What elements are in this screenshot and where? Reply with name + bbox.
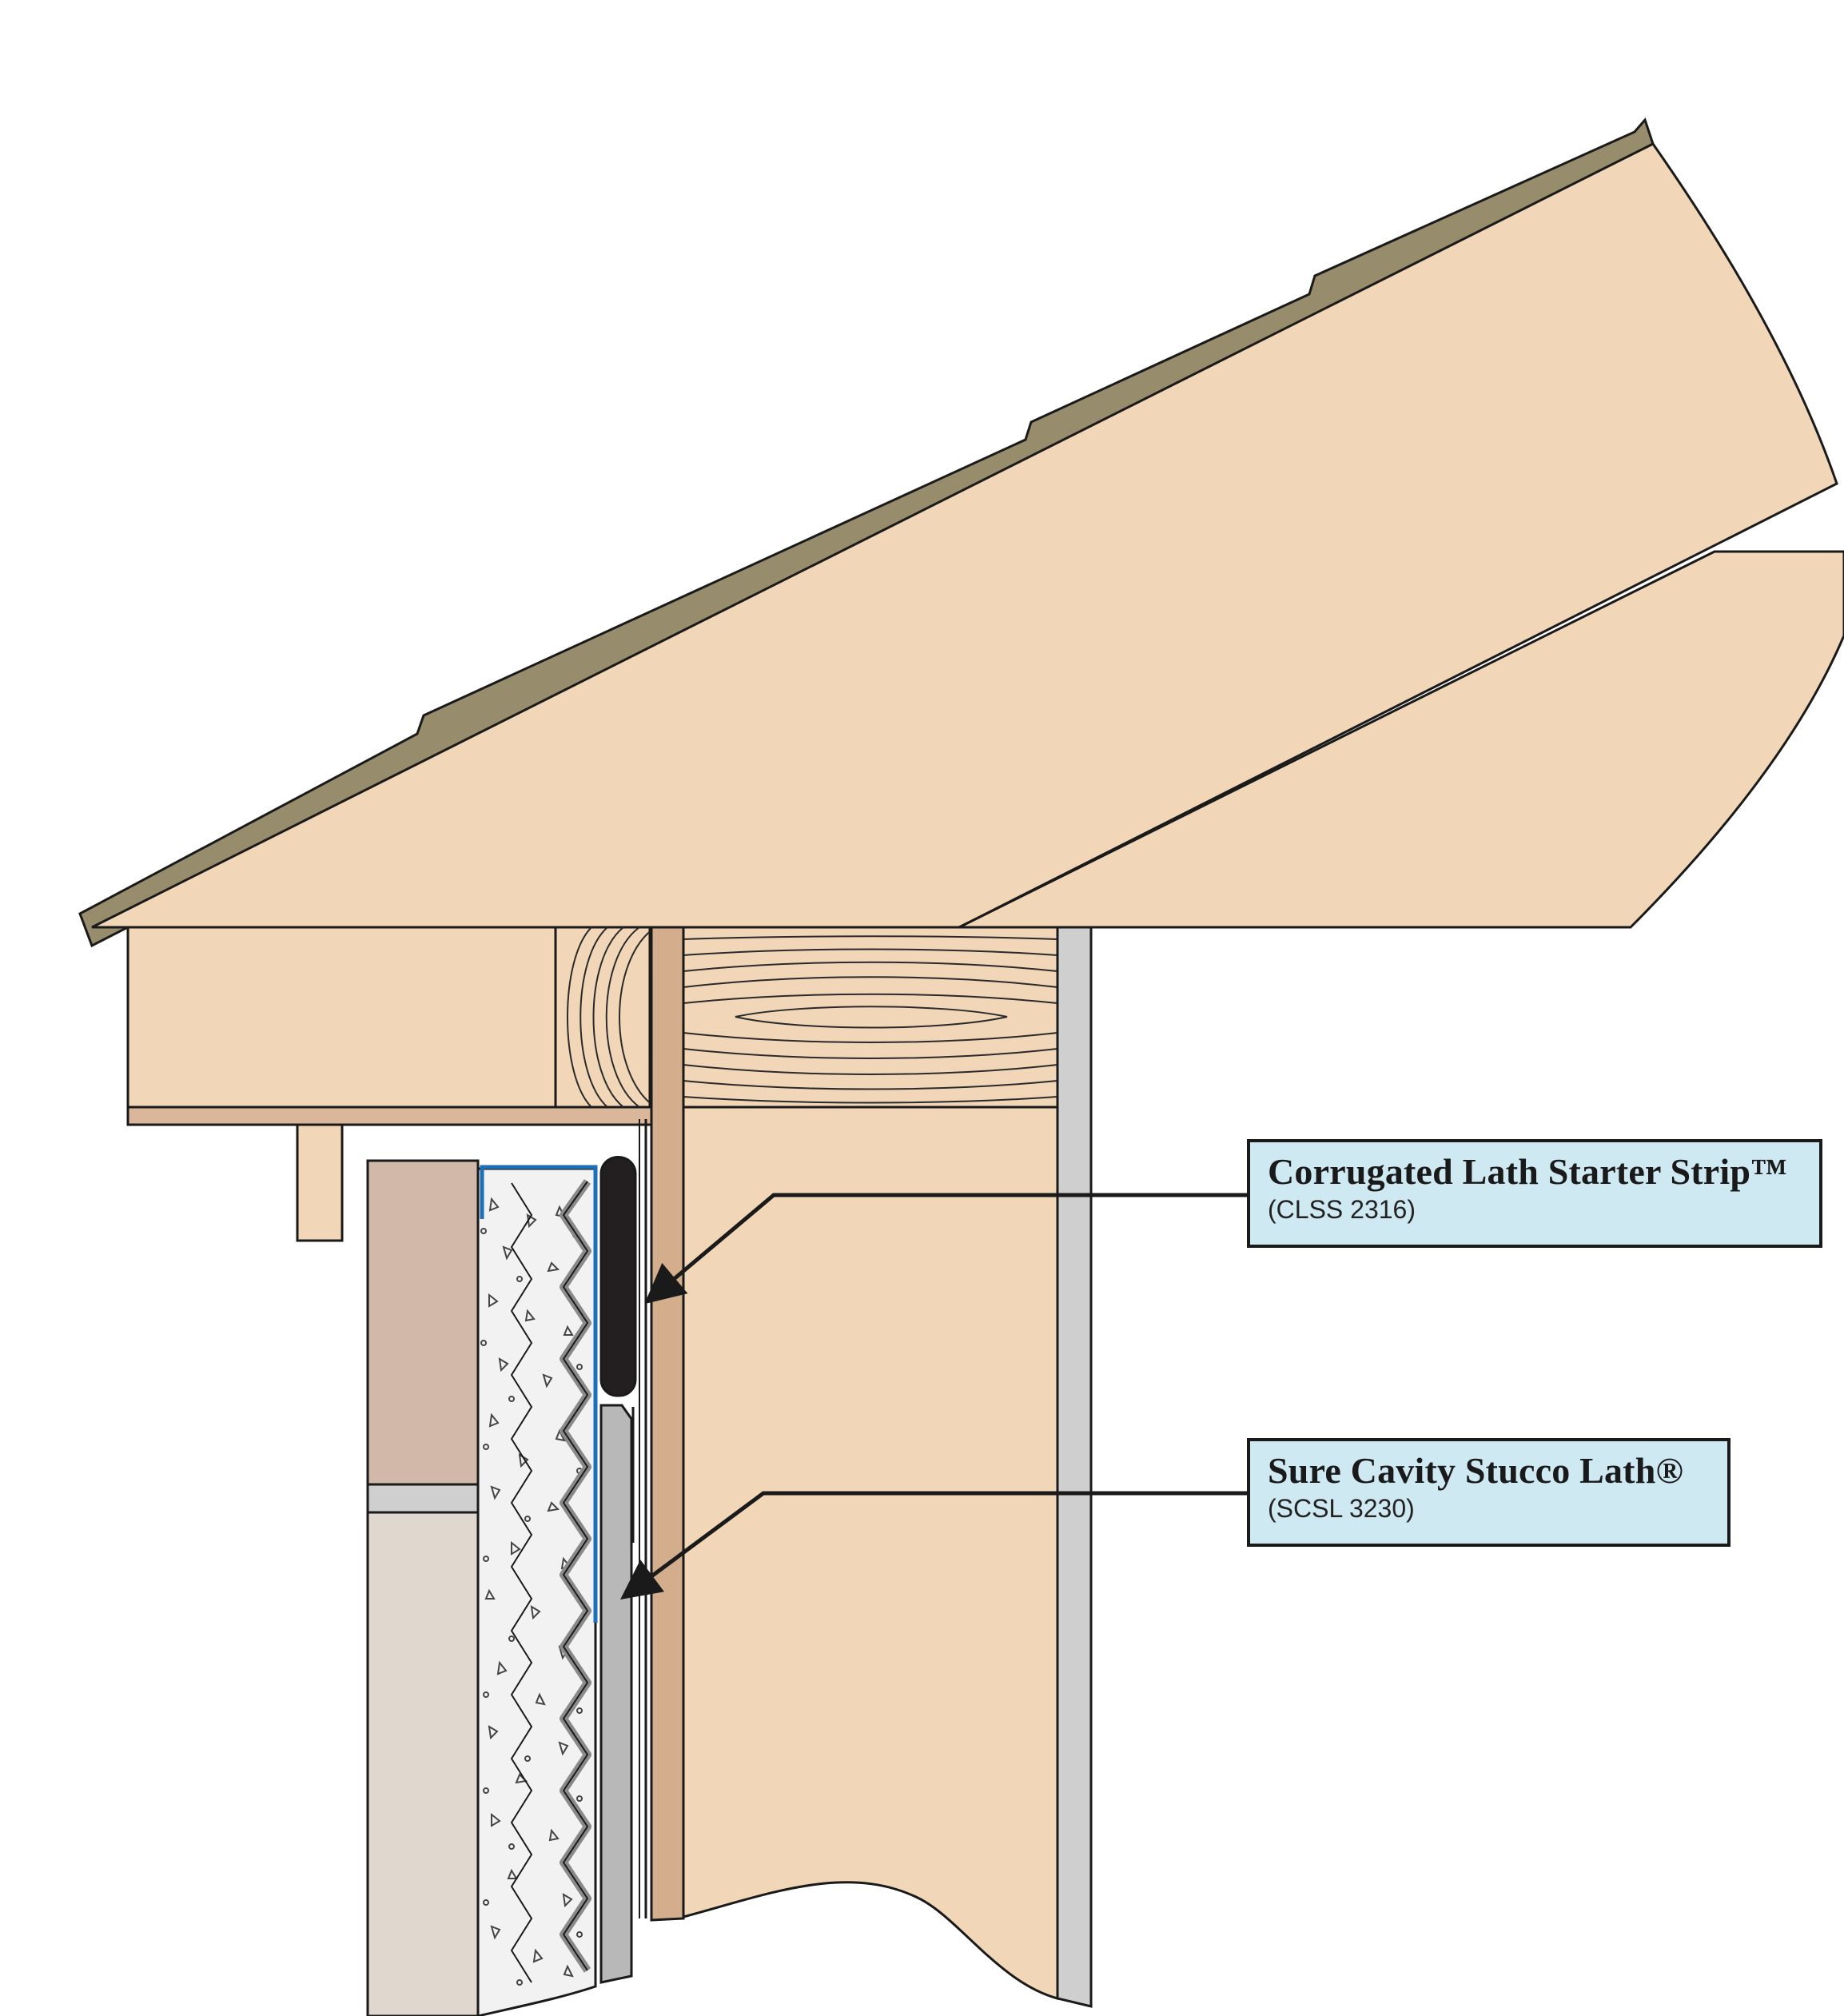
corrugated-lath-outline bbox=[563, 1181, 588, 1971]
soffit-board bbox=[126, 1106, 657, 1126]
eave-block bbox=[126, 926, 561, 1109]
starter-strip-cap bbox=[599, 1156, 637, 1176]
roof-rafter bbox=[91, 142, 1838, 929]
soffit-nailer bbox=[296, 1123, 344, 1242]
callout-scsl-title: Sure Cavity Stucco Lath® bbox=[1268, 1450, 1684, 1491]
wall-stud bbox=[682, 1106, 1059, 2000]
gypsum-board bbox=[1056, 926, 1093, 2008]
cavity-lath-channel bbox=[599, 1404, 633, 1984]
header-grain-lines bbox=[567, 927, 649, 1107]
callout-scsl-code: (SCSL 3230) bbox=[1268, 1494, 1415, 1523]
callout-clss-title: Corrugated Lath Starter Strip™ bbox=[1268, 1151, 1788, 1192]
top-plate bbox=[682, 926, 1059, 1109]
header-end-grain bbox=[554, 926, 651, 1109]
clss-leader bbox=[644, 1193, 1247, 1305]
masonry-joint bbox=[366, 1483, 480, 1514]
lower-rafter bbox=[958, 550, 1844, 929]
callout-clss-code: (CLSS 2316) bbox=[1268, 1195, 1416, 1224]
starter-strip bbox=[599, 1156, 637, 1397]
scratch-coat-edge bbox=[510, 1182, 533, 1983]
scsl-leader bbox=[619, 1491, 1247, 1600]
stucco-layer bbox=[476, 1167, 597, 2016]
callout-clss: Corrugated Lath Starter Strip™ (CLSS 231… bbox=[1247, 1139, 1822, 1248]
masonry-lower bbox=[366, 1511, 480, 2016]
masonry-upper bbox=[366, 1159, 480, 1486]
callout-scsl: Sure Cavity Stucco Lath® (SCSL 3230) bbox=[1247, 1438, 1730, 1547]
wall-sheathing bbox=[650, 926, 685, 1922]
blue-flashing bbox=[480, 1165, 598, 1623]
top-plate-grain bbox=[683, 935, 1058, 1104]
